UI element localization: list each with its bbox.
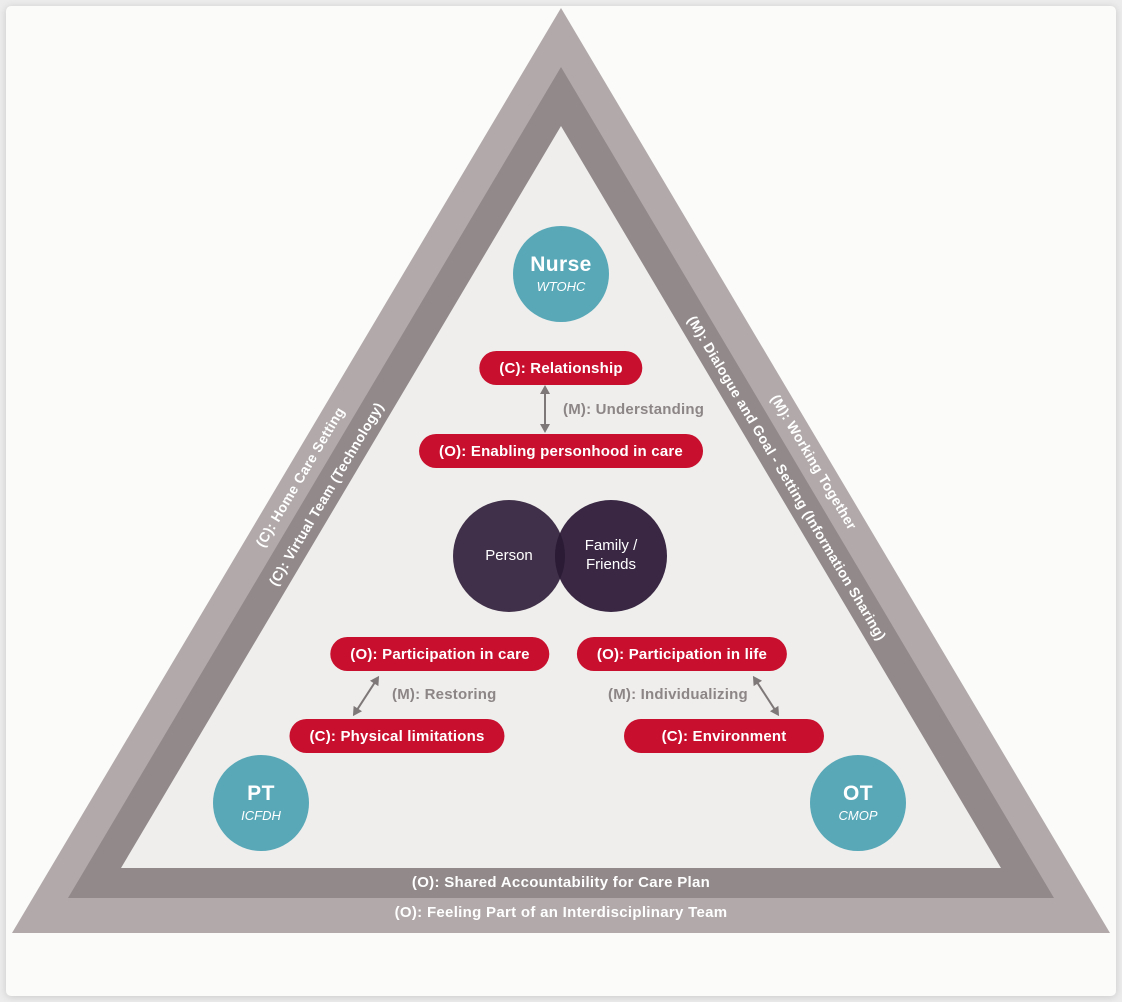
ot-node: OT CMOP xyxy=(810,755,906,851)
pt-node-label: PT xyxy=(247,781,275,805)
pill-participation-in-life: (O): Participation in life xyxy=(576,637,788,671)
nurse-node-model: WTOHC xyxy=(536,279,586,295)
ot-node-model: CMOP xyxy=(838,808,878,824)
pill-environment: (C): Environment xyxy=(624,719,824,753)
person-label: Person xyxy=(453,500,565,612)
venn-overlap-clip xyxy=(453,500,565,612)
mediator-understanding: (M): Understanding xyxy=(563,401,705,418)
bottom-label-interdisciplinary-team: (O): Feeling Part of an Interdisciplinar… xyxy=(394,904,728,921)
pt-node: PT ICFDH xyxy=(213,755,309,851)
person-family-venn: Person Family / Friends xyxy=(453,500,667,612)
pill-relationship: (C): Relationship xyxy=(479,351,643,385)
pt-node-model: ICFDH xyxy=(241,808,281,824)
venn-overlap xyxy=(555,500,565,612)
family-friends-label: Family / Friends xyxy=(555,500,667,612)
individualizing-double-arrow-icon xyxy=(752,675,780,717)
pill-enabling-personhood: (O): Enabling personhood in care xyxy=(419,434,703,468)
mediator-restoring: (M): Restoring xyxy=(392,686,497,703)
understanding-double-arrow-icon xyxy=(540,385,550,433)
nurse-node-label: Nurse xyxy=(530,252,592,276)
pill-physical-limitations: (C): Physical limitations xyxy=(289,719,505,753)
ot-node-label: OT xyxy=(843,781,873,805)
bottom-label-shared-accountability: (O): Shared Accountability for Care Plan xyxy=(411,874,711,891)
person-label-text: Person xyxy=(485,546,533,564)
restoring-double-arrow-icon xyxy=(352,675,380,717)
family-friends-label-text: Family / Friends xyxy=(584,537,638,573)
person-circle xyxy=(453,500,565,612)
nurse-node: Nurse WTOHC xyxy=(513,226,609,322)
family-friends-circle xyxy=(555,500,667,612)
mediator-individualizing: (M): Individualizing xyxy=(608,686,748,703)
pill-participation-in-care: (O): Participation in care xyxy=(330,637,550,671)
